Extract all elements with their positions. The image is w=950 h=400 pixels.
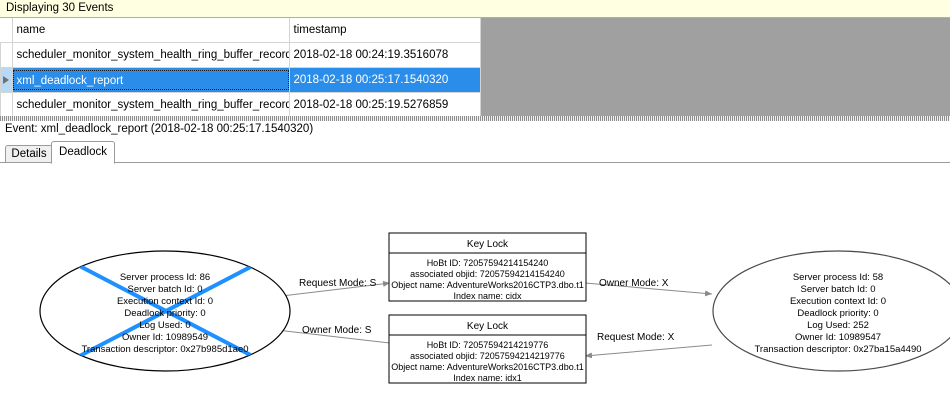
- process-right-line-2: Execution context Id: 0: [790, 296, 886, 307]
- edge-right-request: Request Mode: X: [584, 332, 713, 359]
- key-lock-bottom-line-3: Index name: idx1: [453, 373, 522, 383]
- events-grid-area: name timestamp scheduler_monitor_system_…: [0, 18, 950, 116]
- process-node-right[interactable]: Server process Id: 58 Server batch Id: 0…: [712, 250, 950, 372]
- grid-header-timestamp[interactable]: timestamp: [288, 18, 481, 43]
- process-left-line-2: Execution context Id: 0: [117, 296, 213, 307]
- key-lock-bottom-line-2: Object name: AdventureWorks2016CTP3.dbo.…: [391, 362, 583, 372]
- key-lock-bottom-line-0: HoBt ID: 72057594214219776: [427, 340, 549, 350]
- row-selector-cell[interactable]: [0, 92, 13, 116]
- events-grid[interactable]: name timestamp scheduler_monitor_system_…: [0, 18, 481, 116]
- key-lock-bottom-line-1: associated objid: 72057594214219776: [410, 351, 565, 361]
- grid-header-name[interactable]: name: [11, 18, 290, 43]
- process-right-line-3: Deadlock priority: 0: [797, 308, 878, 319]
- process-right-line-0: Server process Id: 58: [793, 272, 883, 283]
- process-left-line-5: Owner Id: 10989549: [122, 332, 208, 343]
- edge-right-owner: Owner Mode: X: [584, 278, 713, 297]
- events-caption-text: Displaying 30 Events: [6, 2, 114, 14]
- key-lock-top-line-2: Object name: AdventureWorks2016CTP3.dbo.…: [391, 280, 583, 290]
- deadlock-victim-cross-icon: [69, 259, 263, 363]
- event-detail-header: Event: xml_deadlock_report (2018-02-18 0…: [0, 121, 950, 139]
- grid-header-row: name timestamp: [0, 18, 481, 43]
- process-left-line-4: Log Used: 0: [139, 320, 190, 331]
- edge-right-request-label: Request Mode: X: [597, 332, 675, 343]
- edge-left-owner-label: Owner Mode: S: [302, 325, 372, 336]
- row-arrow-icon: [3, 76, 10, 84]
- process-right-line-1: Server batch Id: 0: [801, 284, 876, 295]
- detail-tabstrip: Details Deadlock: [0, 140, 950, 164]
- table-row[interactable]: xml_deadlock_report 2018-02-18 00:25:17.…: [0, 67, 481, 93]
- tab-deadlock[interactable]: Deadlock: [51, 141, 115, 164]
- horizontal-splitter[interactable]: [0, 116, 950, 121]
- events-caption-bar: Displaying 30 Events: [0, 0, 950, 18]
- row-name-cell-text: xml_deadlock_report: [13, 70, 288, 90]
- key-lock-top-line-0: HoBt ID: 72057594214154240: [427, 258, 549, 268]
- process-left-line-6: Transaction descriptor: 0x27b985d1ae0: [81, 344, 248, 355]
- resource-node-key-lock-top[interactable]: Key Lock HoBt ID: 72057594214154240 asso…: [388, 232, 587, 302]
- resource-node-key-lock-bottom[interactable]: Key Lock HoBt ID: 72057594214219776 asso…: [388, 314, 587, 384]
- row-timestamp-cell[interactable]: 2018-02-18 00:25:17.1540320: [288, 67, 481, 93]
- process-left-line-1: Server batch Id: 0: [128, 284, 203, 295]
- row-name-cell[interactable]: xml_deadlock_report: [11, 67, 290, 93]
- grid-header-selector[interactable]: [0, 18, 13, 43]
- process-right-line-4: Log Used: 252: [807, 320, 869, 331]
- table-row[interactable]: scheduler_monitor_system_health_ring_buf…: [0, 92, 481, 116]
- deadlock-graph-pane[interactable]: Request Mode: S Owner Mode: X Owner Mode…: [0, 163, 950, 400]
- row-name-cell[interactable]: scheduler_monitor_system_health_ring_buf…: [11, 92, 290, 116]
- row-timestamp-cell[interactable]: 2018-02-18 00:24:19.3516078: [288, 42, 481, 68]
- process-right-line-6: Transaction descriptor: 0x27ba15a4490: [754, 344, 921, 355]
- key-lock-bottom-title: Key Lock: [467, 321, 509, 332]
- tab-details[interactable]: Details: [5, 145, 53, 163]
- process-right-line-5: Owner Id: 10989547: [795, 332, 881, 343]
- edge-right-owner-label: Owner Mode: X: [599, 278, 669, 289]
- process-left-line-3: Deadlock priority: 0: [124, 308, 205, 319]
- process-node-left[interactable]: Server process Id: 86 Server batch Id: 0…: [39, 250, 291, 372]
- row-name-cell[interactable]: scheduler_monitor_system_health_ring_buf…: [11, 42, 290, 68]
- row-selector-cell[interactable]: [0, 67, 13, 93]
- table-row[interactable]: scheduler_monitor_system_health_ring_buf…: [0, 42, 481, 68]
- key-lock-top-title: Key Lock: [467, 239, 509, 250]
- key-lock-top-line-1: associated objid: 72057594214154240: [410, 269, 565, 279]
- row-selector-cell[interactable]: [0, 42, 13, 68]
- edge-left-owner: Owner Mode: S: [267, 325, 391, 344]
- event-detail-header-text: Event: xml_deadlock_report (2018-02-18 0…: [5, 123, 314, 135]
- process-left-line-0: Server process Id: 86: [120, 272, 210, 283]
- row-timestamp-cell[interactable]: 2018-02-18 00:25:19.5276859: [288, 92, 481, 116]
- key-lock-top-line-3: Index name: cidx: [453, 291, 522, 301]
- edge-left-request-label: Request Mode: S: [299, 278, 377, 289]
